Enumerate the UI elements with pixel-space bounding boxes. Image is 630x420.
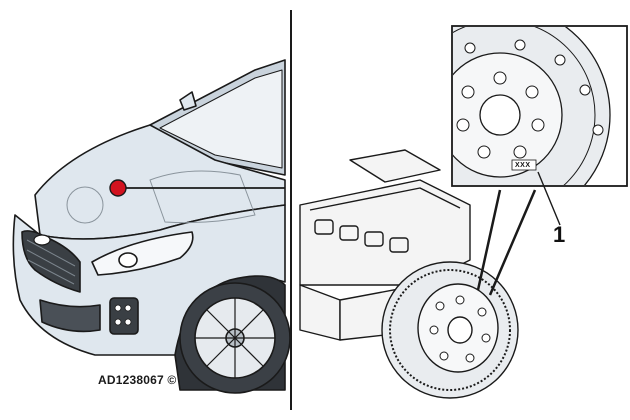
red-dot-icon xyxy=(109,179,127,197)
callout-leader xyxy=(537,171,561,226)
flywheel-illustration xyxy=(381,261,519,399)
car-illustration xyxy=(12,59,291,394)
callout-number: 1 xyxy=(553,222,566,247)
figure-reference-code: AD1238067 © xyxy=(98,373,177,387)
stamp-label: XXX xyxy=(515,162,531,169)
detail-inset xyxy=(451,25,628,296)
